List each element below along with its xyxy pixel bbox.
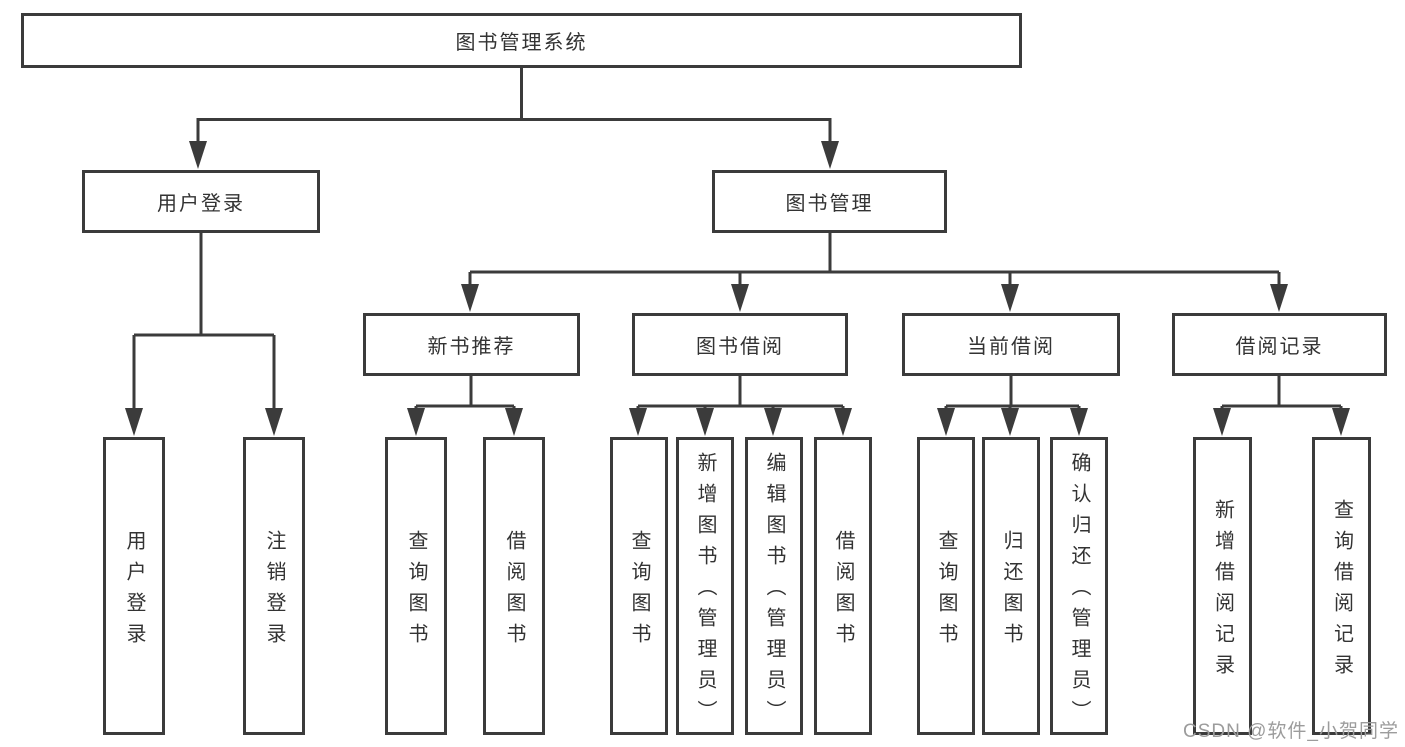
leaf-label: 新增借阅记录 bbox=[1211, 498, 1234, 685]
arrowhead bbox=[696, 408, 714, 436]
arrowhead bbox=[1001, 284, 1019, 312]
watermark: CSDN @软件_小贺同学 bbox=[1183, 721, 1399, 742]
leaf-label: 借阅图书 bbox=[832, 529, 854, 654]
arrowhead bbox=[764, 408, 782, 436]
arrowhead bbox=[629, 408, 647, 436]
leaf-label: 新增图书（管理员） bbox=[694, 452, 716, 731]
node-borrowing-records: 借阅记录 bbox=[1172, 313, 1387, 376]
arrowhead bbox=[505, 408, 523, 436]
leaf-label: 编辑图书（管理员） bbox=[763, 452, 785, 731]
arrowhead bbox=[1070, 408, 1088, 436]
node-new-book-recommend: 新书推荐 bbox=[363, 313, 580, 376]
arrowhead bbox=[189, 141, 207, 169]
leaf-logout-login: 注销登录 bbox=[243, 437, 305, 735]
leaf-return-books: 归还图书 bbox=[982, 437, 1040, 735]
arrowhead bbox=[461, 284, 479, 312]
node-book-management: 图书管理 bbox=[712, 170, 947, 233]
node-user-login: 用户登录 bbox=[82, 170, 320, 233]
arrowhead bbox=[1332, 408, 1350, 436]
arrowhead bbox=[407, 408, 425, 436]
leaf-label: 查询图书 bbox=[405, 529, 427, 654]
leaf-label: 注销登录 bbox=[263, 529, 285, 654]
leaf-borrow-books-borrowing: 借阅图书 bbox=[814, 437, 872, 735]
leaf-query-books-borrowing: 查询图书 bbox=[610, 437, 668, 735]
leaf-confirm-return-admin: 确认归还（管理员） bbox=[1050, 437, 1108, 735]
leaf-label: 归还图书 bbox=[1000, 529, 1022, 654]
leaf-label: 查询借阅记录 bbox=[1330, 498, 1353, 685]
leaf-label: 确认归还（管理员） bbox=[1068, 452, 1090, 731]
node-current-borrowing: 当前借阅 bbox=[902, 313, 1120, 376]
leaf-add-book-admin: 新增图书（管理员） bbox=[676, 437, 734, 735]
leaf-query-borrow-record: 查询借阅记录 bbox=[1312, 437, 1371, 735]
node-book-borrowing: 图书借阅 bbox=[632, 313, 848, 376]
leaf-label: 用户登录 bbox=[123, 529, 145, 654]
leaf-edit-book-admin: 编辑图书（管理员） bbox=[745, 437, 803, 735]
arrowhead bbox=[1213, 408, 1231, 436]
arrowhead bbox=[265, 408, 283, 436]
leaf-label: 借阅图书 bbox=[503, 529, 525, 654]
leaf-label: 查询图书 bbox=[935, 529, 957, 654]
arrowhead bbox=[1270, 284, 1288, 312]
arrowhead bbox=[937, 408, 955, 436]
leaf-query-books-recommend: 查询图书 bbox=[385, 437, 447, 735]
arrowhead bbox=[731, 284, 749, 312]
leaf-user-login: 用户登录 bbox=[103, 437, 165, 735]
leaf-query-books-current: 查询图书 bbox=[917, 437, 975, 735]
leaf-borrow-books-recommend: 借阅图书 bbox=[483, 437, 545, 735]
arrowhead bbox=[125, 408, 143, 436]
arrowhead bbox=[1001, 408, 1019, 436]
arrowhead bbox=[821, 141, 839, 169]
node-library-system: 图书管理系统 bbox=[21, 13, 1022, 68]
leaf-label: 查询图书 bbox=[628, 529, 650, 654]
leaf-add-borrow-record: 新增借阅记录 bbox=[1193, 437, 1252, 735]
arrowhead bbox=[834, 408, 852, 436]
